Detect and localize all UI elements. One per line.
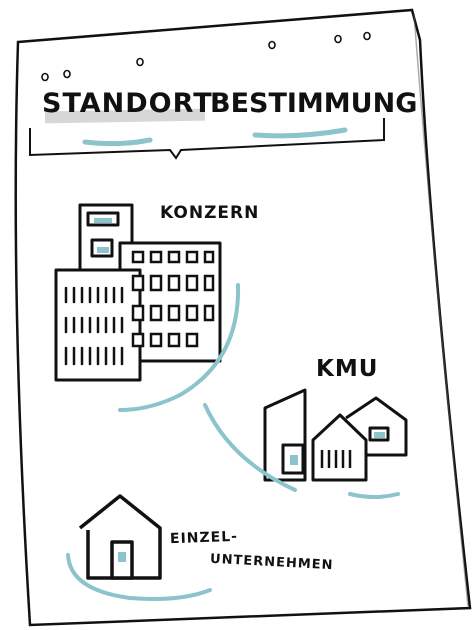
kmu-accent <box>374 432 385 438</box>
title-bestimmung: BESTIMMUNG <box>210 88 417 119</box>
kmu-accent <box>290 455 298 465</box>
label-kmu: KMU <box>316 356 378 382</box>
title-standort: STANDORT <box>42 88 213 119</box>
konzern-window-accent <box>97 247 109 253</box>
einzel-accent <box>118 552 126 562</box>
label-konzern: KONZERN <box>160 203 259 223</box>
konzern-window-accent <box>94 218 112 223</box>
label-einzel-line1: EINZEL- <box>170 529 238 547</box>
